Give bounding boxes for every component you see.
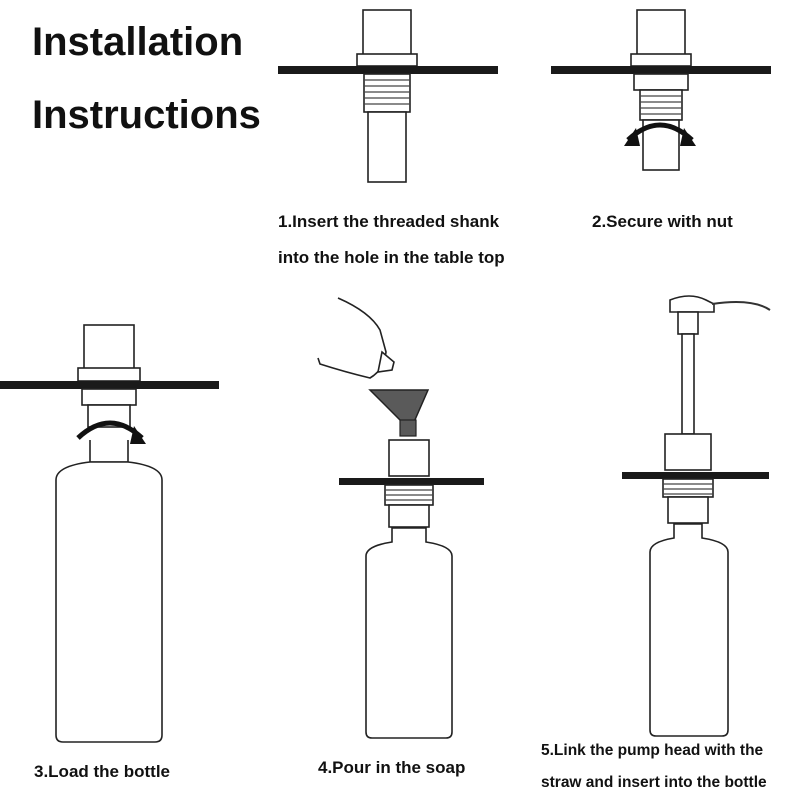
step3-illustration: [0, 324, 219, 743]
step2-nut: [633, 73, 689, 91]
step2-illustration: [551, 9, 771, 171]
step1-illustration: [278, 9, 498, 183]
step5-illustration: [622, 295, 771, 737]
step1-caption-line2: into the hole in the table top: [278, 248, 505, 267]
step1-shank-flange: [356, 53, 418, 67]
pump-straw: [681, 333, 695, 435]
step1-caption-line1: 1.Insert the threaded shank: [278, 212, 500, 231]
step2-table-top: [551, 66, 771, 74]
step4-soap-bottle: [317, 297, 387, 379]
step3-table-top: [0, 381, 219, 389]
page-title-line1: Installation: [32, 20, 244, 64]
funnel-icon: [368, 389, 430, 423]
step1-tube: [367, 111, 407, 183]
pump-head-icon: [669, 295, 715, 313]
step2-caption: 2.Secure with nut: [592, 212, 733, 231]
step4-bottle: [365, 527, 453, 739]
step5-caption-line2: straw and insert into the bottle: [541, 774, 767, 791]
step4-caption: 4.Pour in the soap: [318, 758, 466, 777]
step1-table-top: [278, 66, 498, 74]
step3-caption: 3.Load the bottle: [34, 762, 170, 781]
step3-bottle-neck: [89, 440, 129, 463]
page-title-line2: Instructions: [32, 93, 261, 137]
step3-bottle: [55, 461, 163, 743]
step5-bottle: [649, 523, 729, 737]
step4-table-top: [339, 478, 484, 485]
step4-illustration: [317, 297, 484, 739]
step5-table-top: [622, 472, 769, 479]
step1-shank-cap: [362, 9, 412, 57]
step5-caption-line1: 5.Link the pump head with the: [541, 742, 764, 759]
